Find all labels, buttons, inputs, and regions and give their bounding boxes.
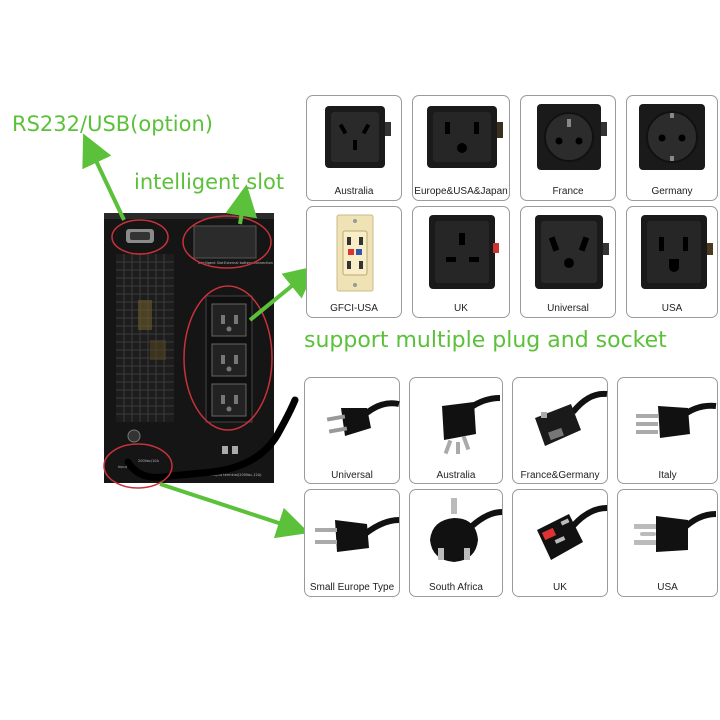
plug-tile-uk: UK: [512, 489, 608, 597]
socket-caption: Australia: [334, 186, 374, 197]
plug-caption: France&Germany: [520, 470, 600, 481]
ups-fuse-label: 200Vac/10A: [138, 459, 160, 463]
italy-plug-icon: [636, 402, 717, 438]
plug-caption: South Africa: [429, 582, 483, 593]
ups-output-socket-1: [211, 303, 247, 337]
ups-slot-label: Intelligent Slot: [198, 261, 224, 265]
germany-socket-icon: [639, 104, 705, 170]
plug-caption: Italy: [658, 470, 677, 481]
australia-socket-icon: [325, 106, 391, 168]
socket-tile-europe-usa-japan: Europe&USA&Japan: [412, 95, 510, 201]
intelligent-slot-label: intelligent slot: [134, 170, 285, 194]
france-socket-icon: [537, 104, 607, 170]
plug-tile-france-germany: France&Germany: [512, 377, 608, 484]
france-germany-plug-icon: [535, 390, 608, 446]
south-africa-plug-icon: [430, 498, 503, 562]
plug-tile-australia: Australia: [409, 377, 503, 484]
ups-output-socket-2: [211, 343, 247, 377]
socket-caption: Universal: [547, 303, 589, 314]
plug-caption: UK: [553, 582, 567, 593]
ups-rear-panel: Intelligent Slot External battery connec…: [104, 213, 299, 483]
terminal-1: [222, 446, 228, 454]
europe-usa-japan-socket-icon: [427, 106, 503, 168]
rs232-usb-label: RS232/USB(option): [12, 112, 213, 136]
plug-tile-italy: Italy: [617, 377, 718, 484]
vent-grille: [116, 254, 174, 422]
plug-caption: USA: [657, 582, 678, 593]
socket-tile-france: France: [520, 95, 616, 201]
socket-tile-universal: Universal: [520, 206, 616, 318]
plug-caption: Small Europe Type: [309, 582, 395, 593]
plug-caption: Universal: [331, 470, 373, 481]
plug-tile-south-africa: South Africa: [409, 489, 503, 597]
socket-caption: Europe&USA&Japan: [414, 186, 508, 197]
terminal-2: [232, 446, 238, 454]
intelligent-slot-plate: [193, 225, 257, 259]
usa-plug-icon: [634, 511, 717, 552]
support-multiple-label: support multiple plug and socket: [304, 328, 667, 353]
gfci-usa-socket-icon: [336, 214, 374, 292]
socket-tile-gfci-usa: GFCI-USA: [306, 206, 402, 318]
ups-output-label: Output terminal(200Vac,12A): [210, 473, 262, 477]
plug-caption: Australia: [436, 470, 476, 481]
plug-tile-small-europe: Small Europe Type: [304, 489, 400, 597]
plug-tile-universal: Universal: [304, 377, 400, 484]
usa-socket-icon: [641, 215, 713, 289]
fuse-holder: [127, 429, 141, 443]
socket-tile-australia: Australia: [306, 95, 402, 201]
socket-caption: UK: [454, 303, 468, 314]
socket-tile-usa: USA: [626, 206, 718, 318]
socket-tile-uk: UK: [412, 206, 510, 318]
socket-tile-germany: Germany: [626, 95, 718, 201]
australia-plug-icon: [442, 395, 501, 455]
universal-plug-icon: [326, 400, 400, 436]
socket-caption: GFCI-USA: [330, 303, 378, 314]
universal-socket-icon: [535, 215, 609, 289]
rs232-port: [126, 229, 154, 243]
uk-plug-icon: [537, 505, 608, 560]
uk-socket-icon: [429, 215, 499, 289]
plug-tile-usa: USA: [617, 489, 718, 597]
socket-caption: USA: [661, 303, 683, 314]
small-europe-plug-icon: [315, 517, 400, 552]
socket-caption: Germany: [651, 186, 693, 197]
socket-caption: France: [552, 186, 584, 197]
ups-output-socket-3: [211, 383, 247, 417]
ups-network-label: External battery connection: [224, 261, 273, 265]
